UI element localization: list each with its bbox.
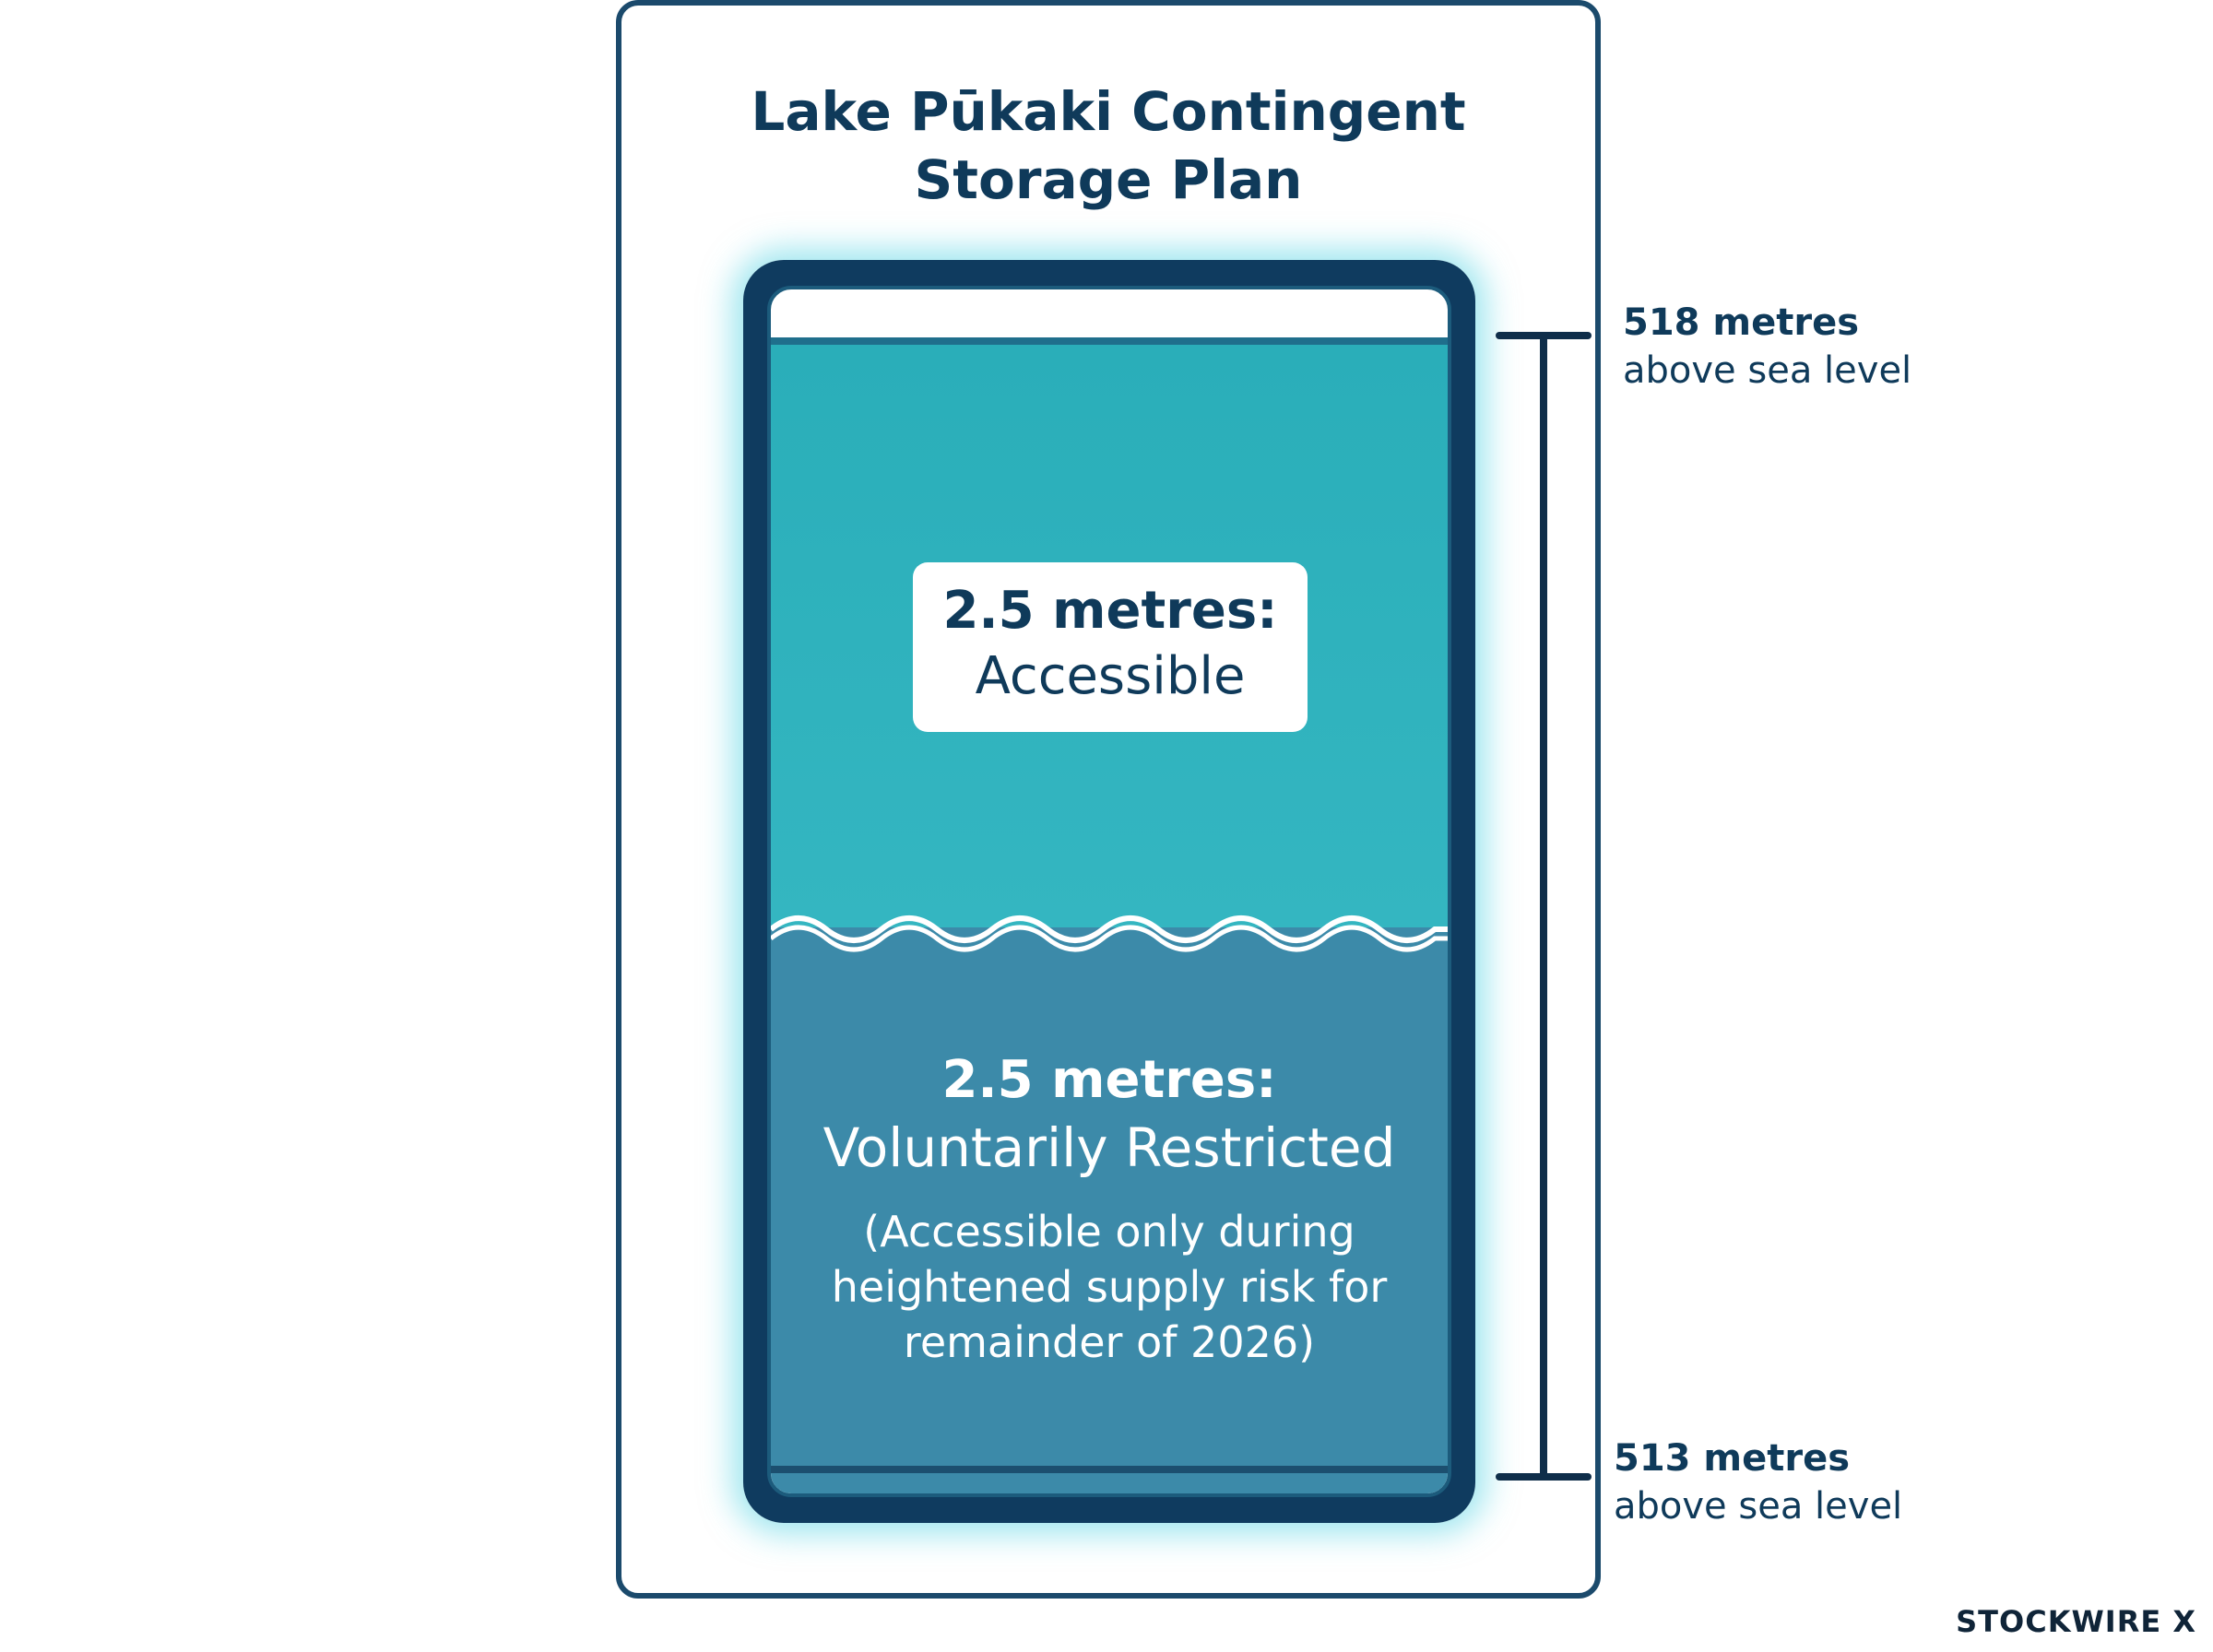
elevation-scale-bracket	[1496, 332, 1592, 1481]
tank-floor-line	[771, 1466, 1448, 1473]
restricted-amount: 2.5 metres:	[941, 1050, 1277, 1110]
elevation-top-value: 518 metres	[1623, 301, 1860, 344]
elevation-top-label: 518 metres above sea level	[1623, 299, 1911, 395]
accessible-amount: 2.5 metres:	[942, 581, 1278, 641]
restricted-note: (Accessible only during heightened suppl…	[831, 1207, 1388, 1367]
elevation-top-unit: above sea level	[1623, 349, 1912, 392]
water-wave-divider	[771, 915, 1448, 953]
tank-inner	[767, 286, 1451, 1497]
elevation-bottom-unit: above sea level	[1614, 1485, 1903, 1528]
restricted-label: Voluntarily Restricted	[822, 1116, 1396, 1179]
restricted-zone	[771, 927, 1448, 1493]
page-title: Lake Pūkaki Contingent Storage Plan	[616, 77, 1601, 214]
title-line-1: Lake Pūkaki Contingent	[751, 80, 1466, 143]
accessible-label: Accessible	[975, 646, 1246, 706]
storage-tank	[743, 260, 1475, 1523]
restricted-label-group: 2.5 metres: Voluntarily Restricted (Acce…	[756, 1047, 1462, 1370]
brand-logo: STOCKWIRE X	[1956, 1604, 2196, 1639]
title-line-2: Storage Plan	[914, 148, 1303, 211]
elevation-bottom-label: 513 metres above sea level	[1614, 1434, 1902, 1530]
accessible-label-box: 2.5 metres: Accessible	[913, 562, 1308, 732]
elevation-bottom-value: 513 metres	[1614, 1437, 1851, 1480]
